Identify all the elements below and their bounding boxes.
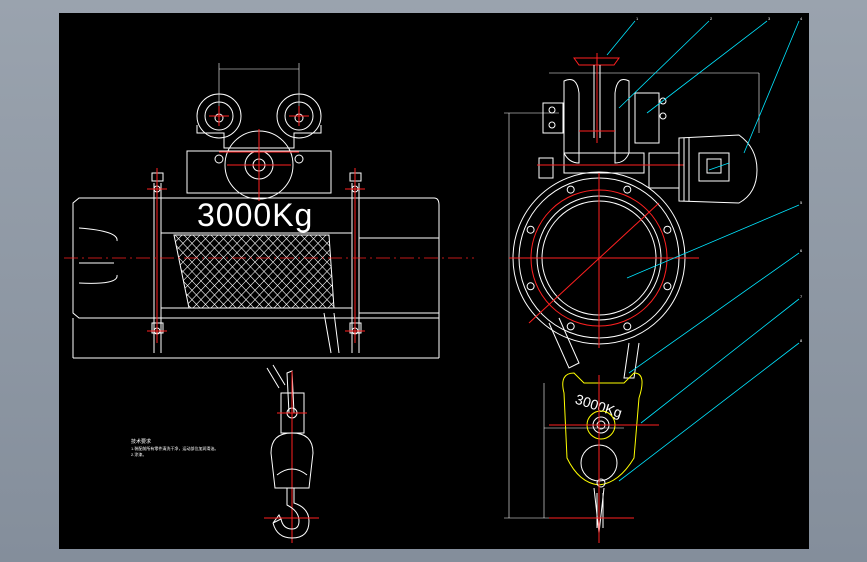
balloon-labels: 1 2 3 4 5 6 7 8: [636, 16, 803, 343]
drum-bolt: [526, 282, 535, 291]
trolley-wheel-right: [276, 93, 322, 139]
drum-bolt: [623, 322, 632, 331]
hook-front: [264, 364, 319, 543]
drum-bolt: [566, 322, 575, 331]
drawing-canvas[interactable]: 3000Kg: [59, 13, 809, 549]
trolley-wheel-left: [196, 93, 242, 139]
drum-side: [509, 171, 699, 348]
hook-block-side: 3000Kg: [549, 372, 659, 543]
drum-bolt: [566, 185, 575, 194]
rope-winding: [173, 234, 335, 309]
drum-bolt: [663, 282, 672, 291]
balloon-number: 8: [800, 338, 803, 343]
notes-line-1: 1.装配前所有零件清洗干净，运动部位加润滑油。: [131, 445, 218, 451]
leader-lines: [606, 20, 800, 482]
drum-housing: [72, 197, 440, 319]
drum-bolt: [526, 225, 535, 234]
balloon-number: 5: [800, 200, 803, 205]
capacity-label-front: 3000Kg: [197, 197, 313, 233]
drum-bolts: [526, 185, 672, 331]
notes-line-2: 2.涂漆。: [131, 451, 146, 457]
balloon-number: 4: [800, 16, 803, 21]
drum-bolt: [663, 225, 672, 234]
notes-heading: 技术要求: [131, 438, 151, 445]
balloon-number: 6: [800, 248, 803, 253]
cad-drawing: 3000Kg: [64, 16, 803, 543]
balloon-number: 2: [710, 16, 713, 21]
side-view: 3000Kg: [504, 53, 760, 543]
front-view: 3000Kg: [64, 63, 474, 543]
motor: [678, 134, 758, 204]
balloon-number: 7: [800, 294, 803, 299]
balloon-number: 1: [636, 16, 639, 21]
balloon-number: 3: [768, 16, 771, 21]
drum-bolt: [623, 185, 632, 194]
